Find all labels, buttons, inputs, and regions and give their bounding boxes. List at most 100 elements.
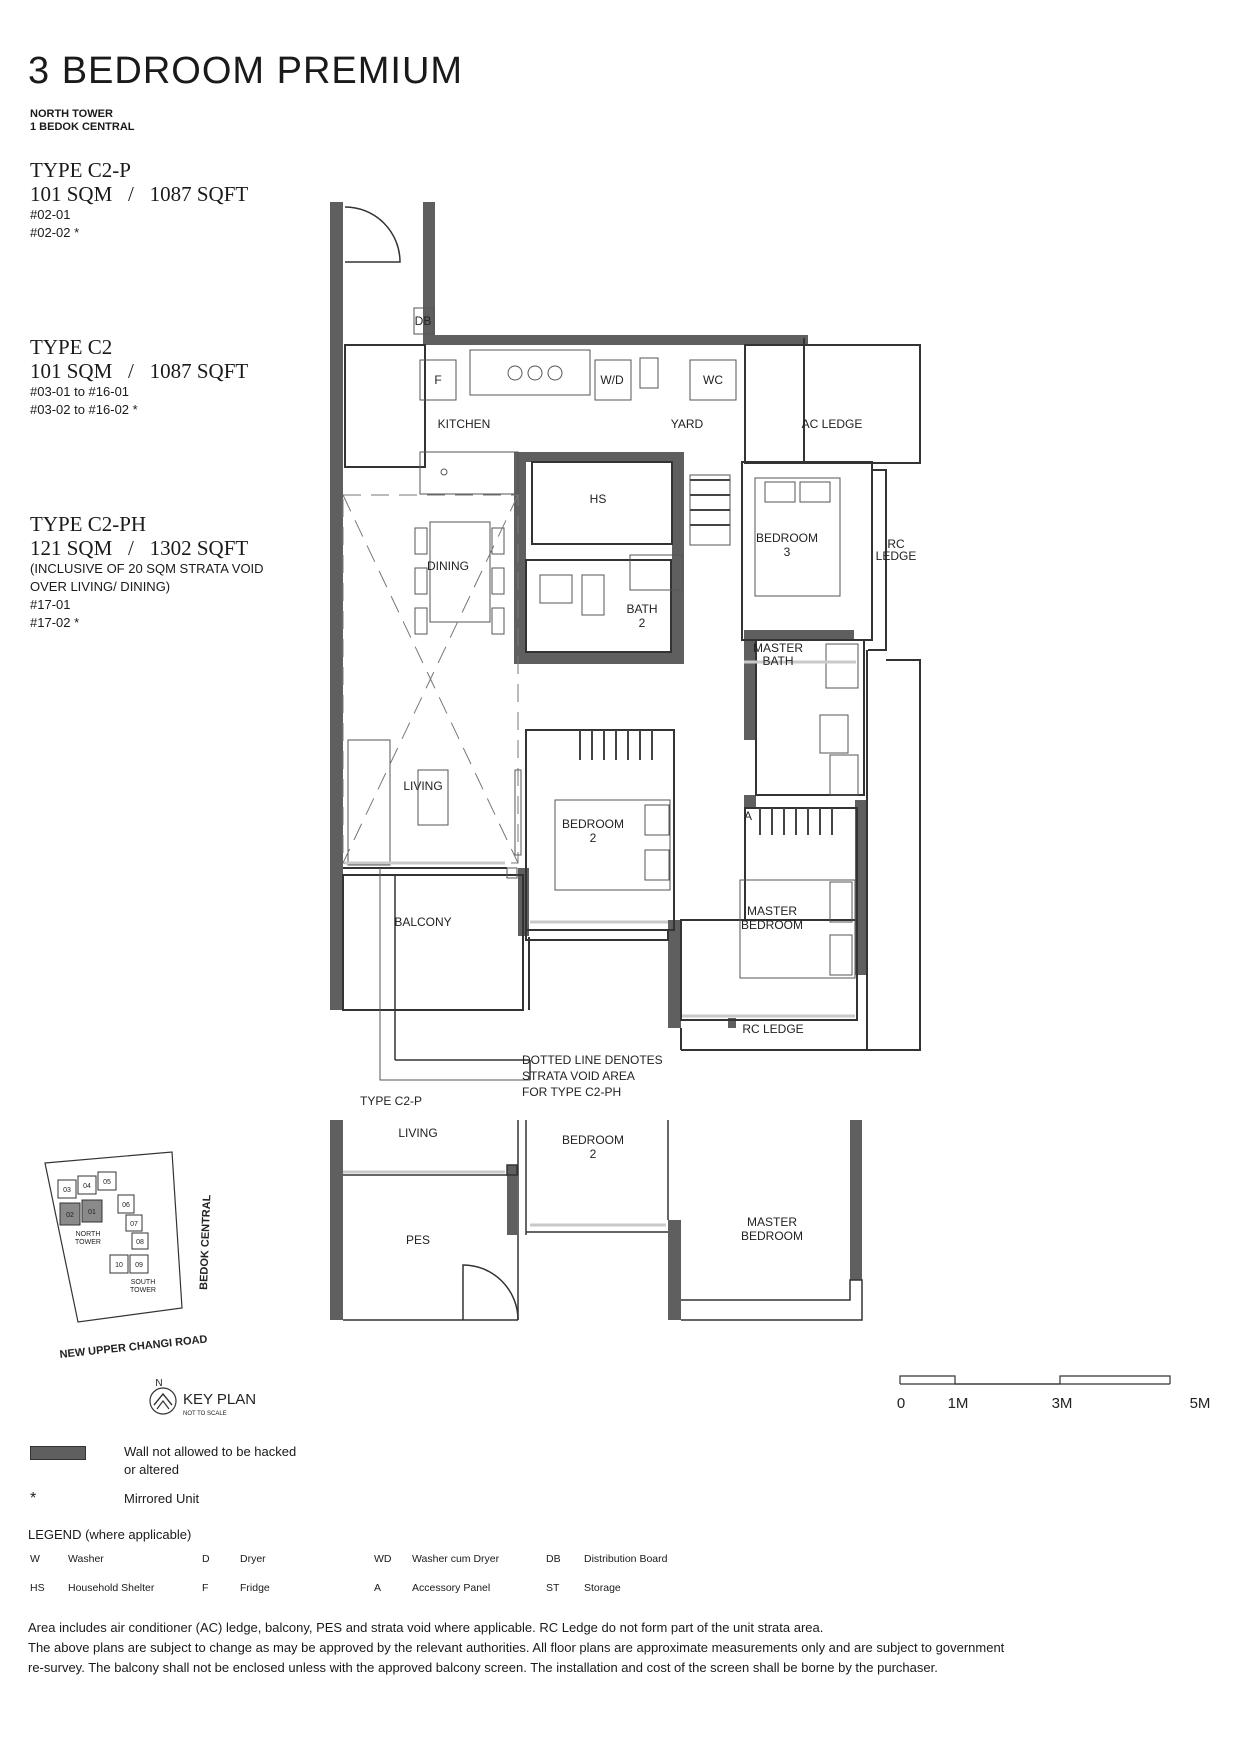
void-note-line: FOR TYPE C2-PH [522,1085,621,1099]
wall-legend-text: Wall not allowed to be hacked or altered [124,1443,296,1479]
inset-living-label: LIVING [398,1126,437,1140]
room-labels: DB F W/D WC KITCHEN YARD AC LEDGE HS DIN… [394,314,916,1036]
road-bedok-central: BEDOK CENTRAL [198,1194,213,1290]
scale-tick: 1M [948,1395,969,1412]
scale-tick: 3M [1052,1395,1073,1412]
kitchen-label: KITCHEN [438,417,491,431]
bedroom3-number: 3 [784,545,791,559]
key-plan-label: KEY PLAN [183,1391,256,1408]
fixtures [347,307,859,979]
master-bath-label: MASTER [753,641,803,655]
doors [344,206,531,1080]
bath2-label: BATH [626,602,657,616]
balcony-label: BALCONY [394,915,451,929]
unit-number: #02-01 [30,207,71,222]
wall-legend-line: or altered [124,1462,179,1477]
tower-label: SOUTH [131,1279,156,1286]
legend-key: D [202,1553,210,1565]
legend-value: Distribution Board [584,1553,668,1565]
legend-value: Fridge [240,1582,270,1594]
block-label: 10 [115,1262,123,1269]
inset-labels: TYPE C2-P LIVING BEDROOM 2 PES MASTER BE… [360,1094,803,1247]
legend-key: ST [546,1582,560,1594]
bedroom3-label: BEDROOM [756,531,818,545]
block-label: 05 [103,1179,111,1186]
mirror-symbol: * [30,1490,37,1507]
key-plan-blocks [57,1171,149,1274]
db-label: DB [415,314,432,328]
tower-label: TOWER [130,1287,156,1294]
legend-key: WD [374,1553,392,1565]
rc-ledge-side-label: RC [887,537,905,551]
block-label: 09 [135,1262,143,1269]
sliding-doors [345,660,856,1018]
legend-value: Washer [68,1553,104,1565]
master-bath-label: BATH [762,654,793,668]
unit-number: #02-02 * [30,225,80,240]
scale-tick: 0 [897,1395,905,1412]
accessory-label: A [744,809,752,823]
rc-ledge-side-label: LEDGE [876,549,917,563]
north-label: N [155,1378,162,1389]
tower-label: NORTH [76,1231,101,1238]
disclaimer-line: re-survey. The balcony shall not be encl… [28,1660,938,1675]
site-boundary [44,1151,183,1323]
rc-ledge-label: RC LEDGE [742,1022,803,1036]
tower-label: TOWER [75,1239,101,1246]
scale-bar: 0 1M 3M 5M [897,1375,1210,1412]
master-bedroom-label: MASTER [747,904,797,918]
void-note: DOTTED LINE DENOTES STRATA VOID AREA FOR… [522,1053,663,1099]
block-label: 01 [88,1209,96,1216]
unit-number: #03-01 to #16-01 [30,384,130,399]
unit-type-c2ph: TYPE C2-PH 121 SQM / 1302 SQFT (INCLUSIV… [30,512,264,632]
unit-type-name: TYPE C2-P [30,158,131,182]
address: 1 BEDOK CENTRAL [30,121,135,133]
unit-type-area: 101 SQM / 1087 SQFT [30,182,249,206]
disclaimer-line: Area includes air conditioner (AC) ledge… [28,1620,824,1635]
block-label: 07 [130,1221,138,1228]
wd-label: W/D [600,373,624,387]
north-arrow-icon [149,1387,177,1415]
bath2-number: 2 [639,616,646,630]
wc-label: WC [703,373,723,387]
key-plan-block-labels: 03 04 05 02 01 06 07 08 10 09 NORTH TOWE… [63,1179,156,1294]
hs-label: HS [590,492,607,506]
bedroom2-number: 2 [590,831,597,845]
block-label: 08 [136,1239,144,1246]
unit-type-note: OVER LIVING/ DINING) [30,579,171,594]
partition-walls [342,338,921,1051]
yard-label: YARD [671,417,704,431]
disclaimer-line: The above plans are subject to change as… [28,1640,1005,1655]
inset-master-bedroom-label: MASTER [747,1215,797,1229]
inset-type-label: TYPE C2-P [360,1094,422,1108]
legend-key: HS [30,1582,45,1594]
void-note-line: STRATA VOID AREA [522,1069,635,1083]
unit-number: #17-01 [30,597,71,612]
block-label: 03 [63,1187,71,1194]
page-title: 3 BEDROOM PREMIUM [28,50,464,92]
block-label: 02 [66,1212,74,1219]
legend-value: Accessory Panel [412,1582,491,1594]
inset-pes-label: PES [406,1233,430,1247]
inset-bedroom2-number: 2 [590,1147,597,1161]
unit-number: #03-02 to #16-02 * [30,402,138,417]
inset-master-bedroom-label: BEDROOM [741,1229,803,1243]
block-01-highlight [81,1199,103,1223]
block-label: 04 [83,1183,91,1190]
block-02-highlight [59,1202,81,1226]
unit-number: #17-02 * [30,615,80,630]
bedroom2-label: BEDROOM [562,817,624,831]
unit-type-area: 121 SQM / 1302 SQFT [30,536,249,560]
entrance-door-swing [344,206,401,263]
legend-value: Dryer [240,1553,266,1565]
unit-type-c2: TYPE C2 101 SQM / 1087 SQFT #03-01 to #1… [30,335,248,419]
ac-ledge-label: AC LEDGE [802,417,863,431]
legend-key: W [30,1553,40,1565]
unit-type-note: (INCLUSIVE OF 20 SQM STRATA VOID [30,561,264,576]
tower-name: NORTH TOWER [30,108,113,120]
void-note-leader [379,868,530,1081]
inset-lines [343,1120,863,1321]
